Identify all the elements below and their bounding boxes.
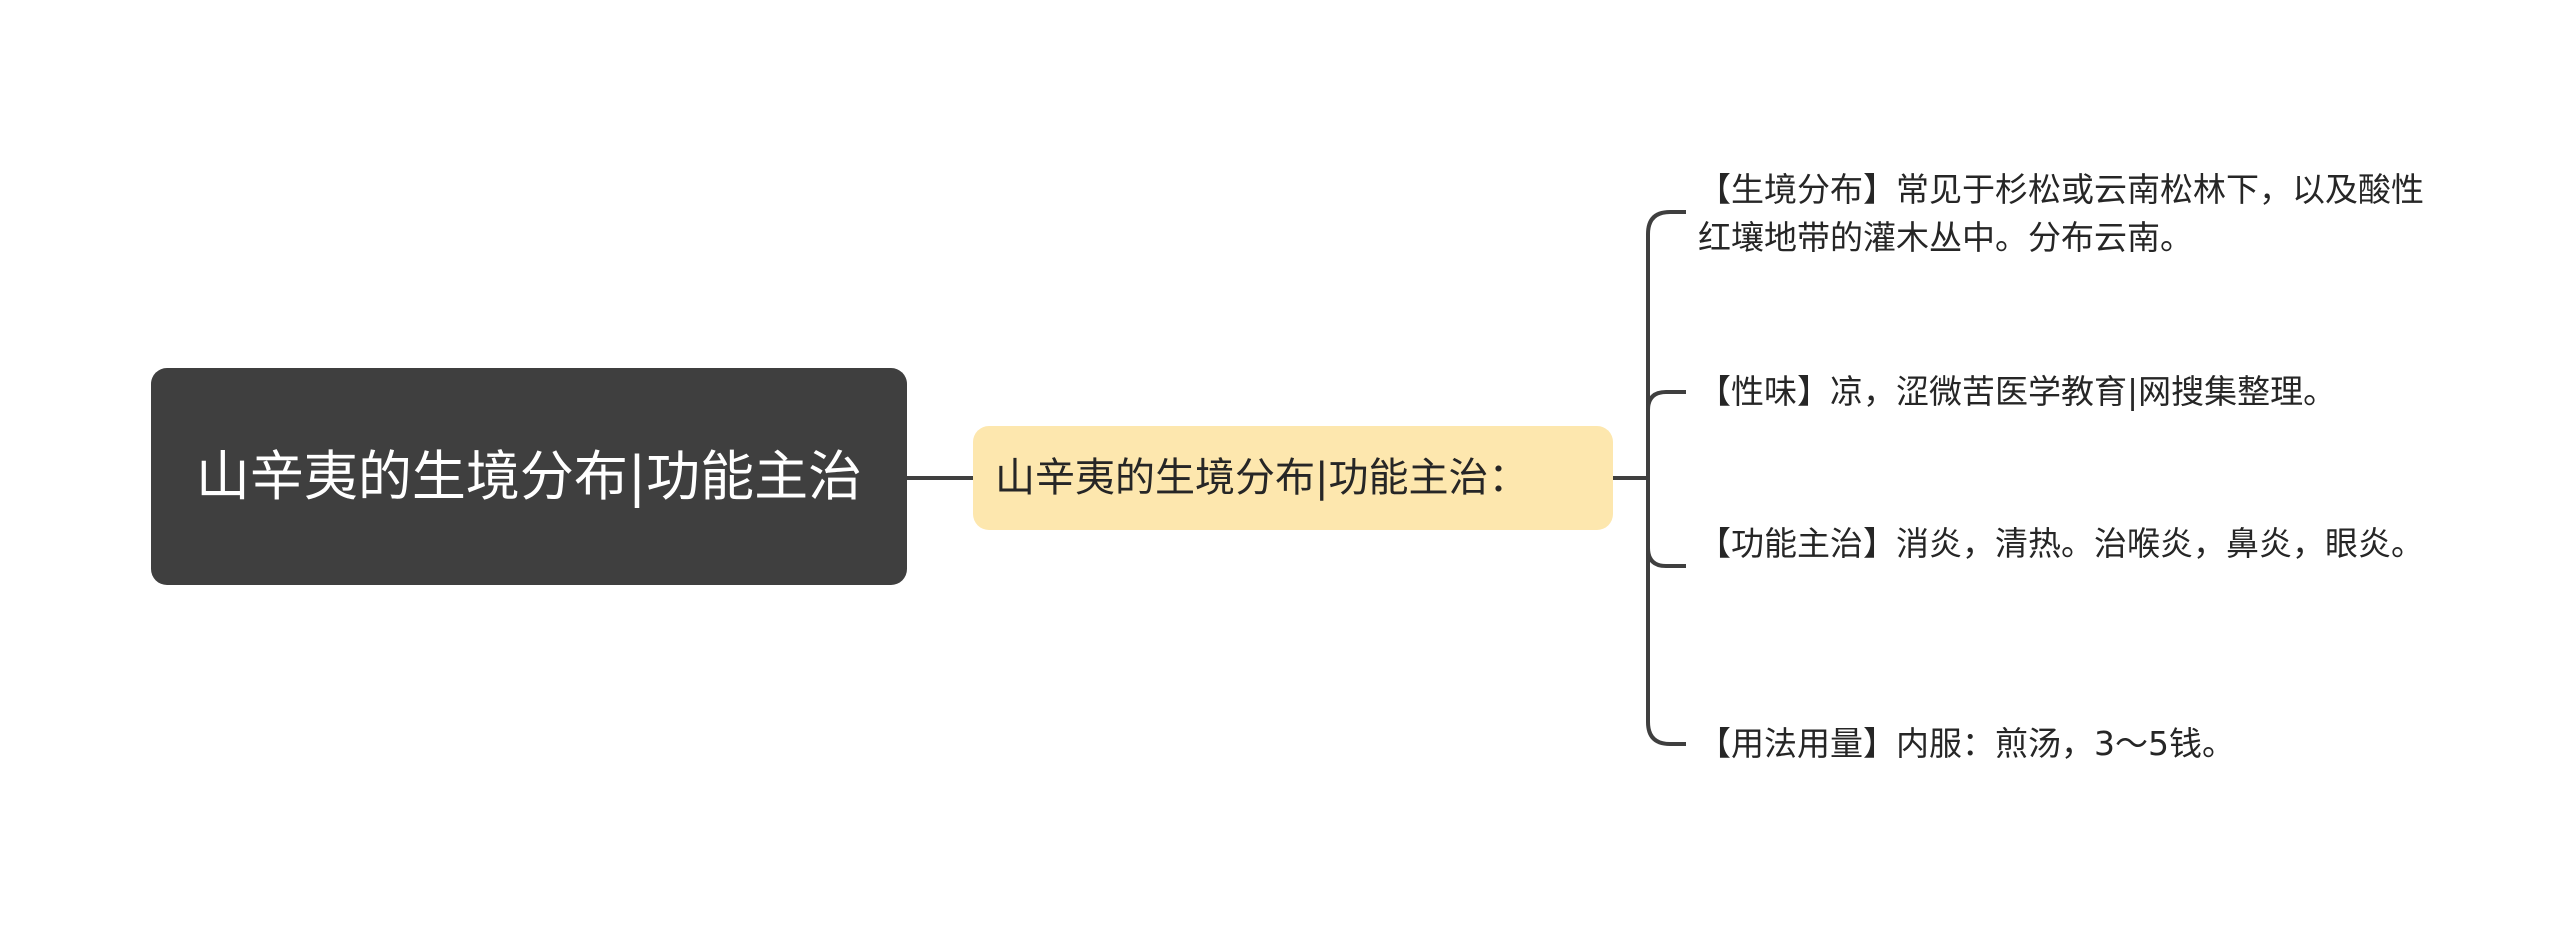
leaf-topic-nature-taste[interactable]: 【性味】凉，涩微苦医学教育|网搜集整理。 [1698,368,2438,416]
leaf-topic-text: 【生境分布】常见于杉松或云南松林下，以及酸性红壤地带的灌木丛中。分布云南。 [1698,170,2424,257]
leaf-topic-text: 【用法用量】内服：煎汤，3～5钱。 [1698,724,2235,763]
root-topic-text: 山辛夷的生境分布|功能主治 [195,444,863,508]
leaf-connector-2 [1646,547,1686,568]
root-topic-node[interactable]: 山辛夷的生境分布|功能主治 [151,368,907,585]
leaf-topic-text: 【功能主治】消炎，清热。治喉炎，鼻炎，眼炎。 [1698,524,2424,563]
branch-topic-text: 山辛夷的生境分布|功能主治： [995,455,1529,501]
leaf-topic-functions[interactable]: 【功能主治】消炎，清热。治喉炎，鼻炎，眼炎。 [1698,520,2438,568]
leaf-connector-3 [1646,721,1686,746]
branch-topic-node[interactable]: 山辛夷的生境分布|功能主治： [973,426,1613,530]
leaf-topic-text: 【性味】凉，涩微苦医学教育|网搜集整理。 [1698,372,2337,411]
leaf-connector-1 [1646,390,1686,411]
leaf-topic-dosage[interactable]: 【用法用量】内服：煎汤，3～5钱。 [1698,720,2438,768]
leaf-topic-habitat[interactable]: 【生境分布】常见于杉松或云南松林下，以及酸性红壤地带的灌木丛中。分布云南。 [1698,166,2438,262]
leaf-connector-0 [1646,210,1686,235]
